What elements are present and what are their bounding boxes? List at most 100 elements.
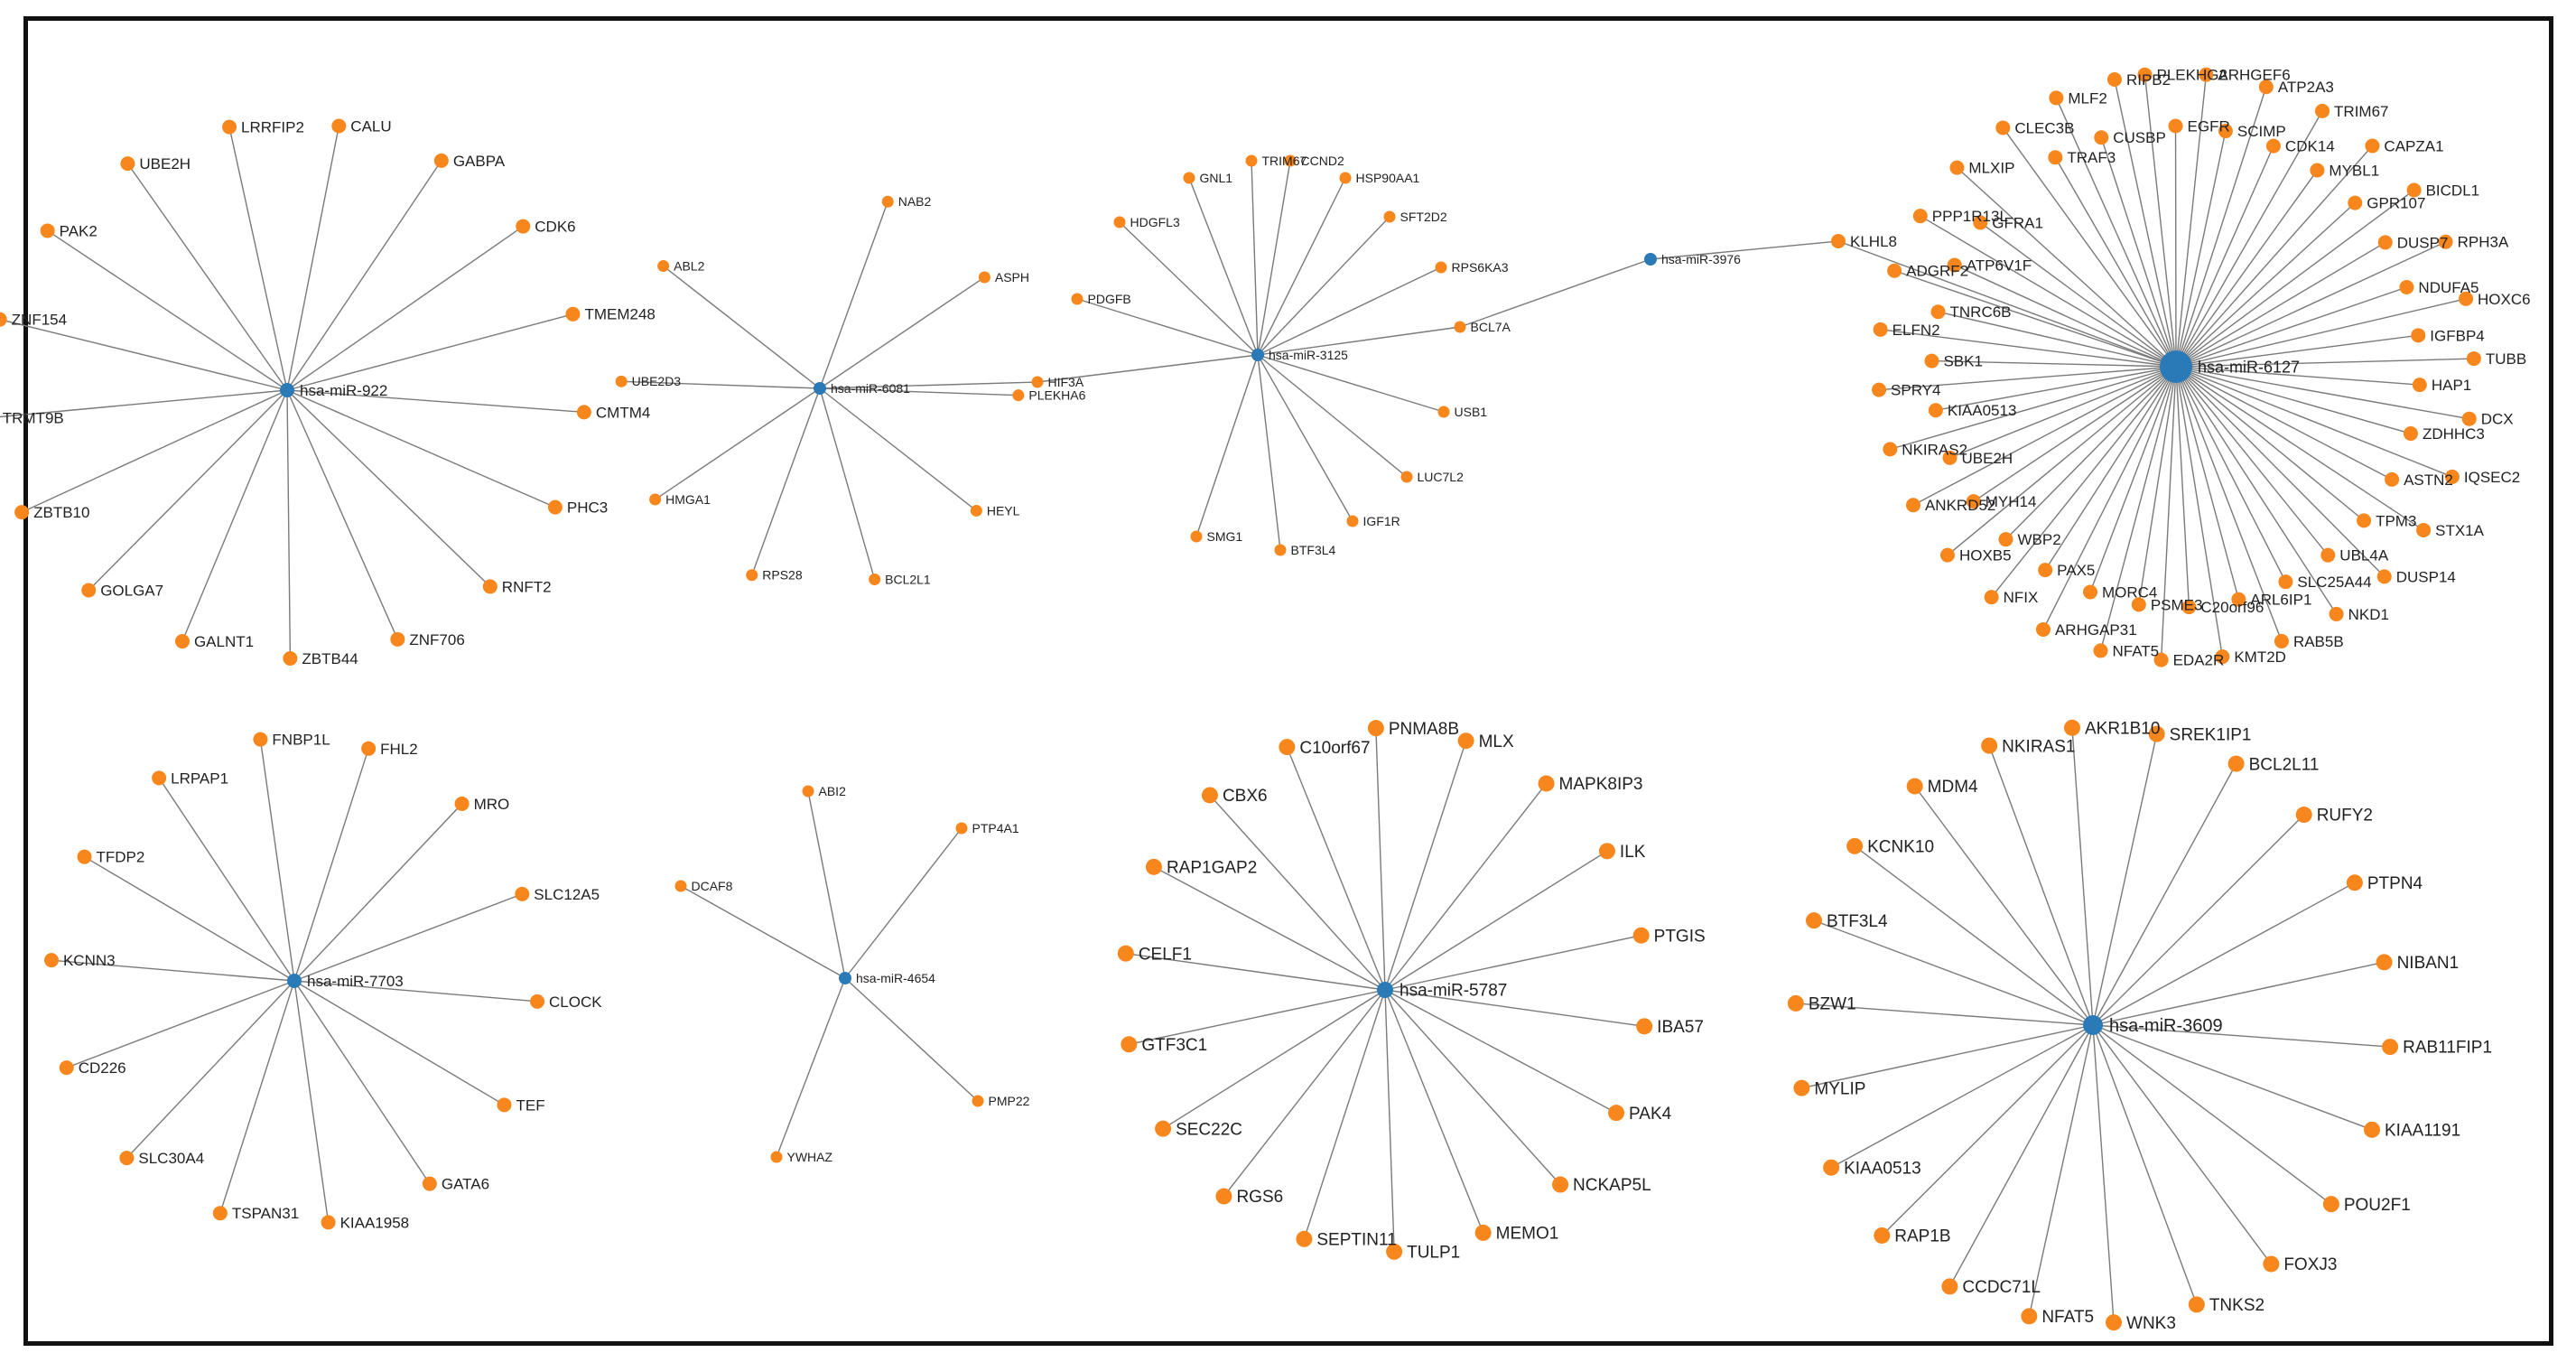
gene-node-cdk6[interactable] (516, 219, 531, 234)
gene-node-ripb2[interactable] (2106, 71, 2122, 87)
gene-node-rufy2[interactable] (2295, 807, 2312, 824)
gene-node-kcnk10[interactable] (1846, 837, 1864, 854)
gene-node-celf1[interactable] (1117, 945, 1134, 962)
gene-node-hdgfl3[interactable] (1113, 216, 1126, 229)
gene-node-morc4[interactable] (2082, 584, 2097, 600)
gene-node-ube2h[interactable] (120, 156, 135, 172)
gene-node-gtf3c1[interactable] (1121, 1036, 1138, 1053)
gene-node-tfdp2[interactable] (77, 849, 92, 864)
gene-node-mdm4[interactable] (1906, 778, 1923, 795)
gene-node-trim67[interactable] (1245, 154, 1258, 167)
gene-node-mlf2[interactable] (2049, 90, 2064, 106)
gene-node-ccnd2[interactable] (1284, 154, 1297, 167)
gene-node-hsp90aa1[interactable] (1339, 172, 1352, 184)
gene-node-fhl2[interactable] (361, 741, 377, 756)
gene-node-ilk[interactable] (1598, 843, 1615, 860)
gene-node-nkiras2[interactable] (1883, 442, 1898, 457)
gene-node-smg1[interactable] (1190, 530, 1203, 543)
gene-node-gnl1[interactable] (1183, 172, 1195, 184)
gene-node-mybl1[interactable] (2310, 163, 2325, 178)
gene-node-ube2h[interactable] (1942, 450, 1958, 465)
gene-node-niban1[interactable] (2376, 954, 2393, 971)
gene-node-btf3l4[interactable] (1805, 912, 1822, 929)
gene-node-tnrc6b[interactable] (1930, 304, 1946, 320)
gene-node-zdhhc3[interactable] (2403, 426, 2418, 442)
gene-node-spry4[interactable] (1872, 382, 1887, 397)
hub-node-hsa-mir-6127[interactable] (2160, 350, 2192, 383)
gene-node-nfix[interactable] (1984, 590, 1999, 605)
gene-node-nfat5[interactable] (2093, 643, 2108, 658)
gene-node-septin11[interactable] (1296, 1230, 1313, 1247)
gene-node-usb1[interactable] (1437, 406, 1450, 418)
hub-node-hsa-mir-4654[interactable] (839, 972, 851, 984)
gene-node-ppp1r13l[interactable] (1912, 209, 1928, 224)
gene-node-dusp14[interactable] (2376, 569, 2392, 584)
gene-node-capza1[interactable] (2365, 138, 2380, 154)
gene-node-traf3[interactable] (2048, 150, 2063, 165)
gene-node-rps6ka3[interactable] (1435, 261, 1447, 274)
gene-node-slc12a5[interactable] (515, 886, 530, 901)
gene-node-kiaa0513[interactable] (1823, 1159, 1840, 1176)
gene-node-bcl2l11[interactable] (2227, 755, 2245, 772)
gene-node-plekha6[interactable] (1012, 389, 1025, 402)
gene-node-bcl2l1[interactable] (869, 573, 881, 585)
gene-node-sft2d2[interactable] (1383, 210, 1396, 223)
gene-node-pax5[interactable] (2038, 563, 2053, 578)
gene-node-ptp4a1[interactable] (955, 822, 968, 835)
gene-node-hoxc6[interactable] (2459, 291, 2474, 306)
gene-node-cdk14[interactable] (2265, 138, 2281, 154)
gene-node-phc3[interactable] (547, 499, 563, 515)
gene-node-plekhg2[interactable] (2137, 67, 2153, 82)
gene-node-atp2a3[interactable] (2258, 79, 2274, 95)
gene-node-clock[interactable] (530, 994, 545, 1009)
gene-node-pmp22[interactable] (972, 1095, 984, 1107)
gene-node-fnbp1l[interactable] (253, 732, 268, 747)
gene-node-cmtm4[interactable] (576, 405, 591, 420)
gene-node-rps28[interactable] (746, 569, 758, 582)
gene-node-hoxb5[interactable] (1939, 547, 1955, 563)
gene-node-ccdc71l[interactable] (1941, 1278, 1958, 1295)
gene-node-mlx[interactable] (1457, 732, 1474, 750)
gene-node-wnk3[interactable] (2106, 1314, 2123, 1331)
gene-node-gabpa[interactable] (433, 153, 449, 168)
gene-node-tef[interactable] (497, 1097, 512, 1113)
gene-node-nkd1[interactable] (2329, 606, 2344, 621)
gene-node-trim67[interactable] (2315, 103, 2330, 118)
gene-node-btf3l4[interactable] (1274, 544, 1287, 556)
gene-node-rab11fip1[interactable] (2382, 1039, 2399, 1056)
gene-node-memo1[interactable] (1474, 1224, 1492, 1241)
gene-node-rap1gap2[interactable] (1145, 858, 1162, 875)
gene-node-abl2[interactable] (657, 260, 670, 273)
gene-node-cd226[interactable] (59, 1060, 74, 1076)
hub-node-hsa-mir-922[interactable] (280, 383, 294, 397)
gene-node-galnt1[interactable] (174, 634, 190, 649)
gene-node-pdgfb[interactable] (1071, 293, 1083, 305)
hub-node-hsa-mir-3609[interactable] (2083, 1015, 2103, 1035)
gene-node-kmt2d[interactable] (2215, 649, 2230, 665)
hub-node-hsa-mir-6081[interactable] (814, 382, 826, 395)
gene-node-dcaf8[interactable] (674, 880, 687, 892)
gene-node-calu[interactable] (331, 118, 347, 134)
gene-node-arl6ip1[interactable] (2231, 592, 2246, 607)
gene-node-cusbp[interactable] (2094, 130, 2109, 145)
gene-node-ptgis[interactable] (1632, 927, 1650, 944)
gene-node-lrpap1[interactable] (152, 770, 167, 786)
gene-node-ankrd52[interactable] (1905, 498, 1920, 513)
gene-node-hmga1[interactable] (649, 493, 662, 506)
gene-node-mlxip[interactable] (1949, 160, 1965, 175)
gene-node-tubb[interactable] (2466, 351, 2481, 367)
gene-node-slc25a44[interactable] (2278, 574, 2293, 590)
hub-node-hsa-mir-7703[interactable] (287, 974, 302, 988)
gene-node-ndufa5[interactable] (2399, 280, 2414, 295)
gene-node-scimp[interactable] (2218, 124, 2233, 139)
gene-node-ubl4a[interactable] (2320, 547, 2336, 563)
gene-node-igfbp4[interactable] (2411, 328, 2426, 343)
gene-node-dusp7[interactable] (2377, 235, 2393, 250)
gene-node-nckap5l[interactable] (1552, 1176, 1569, 1193)
gene-node-tnks2[interactable] (2188, 1296, 2205, 1313)
gene-node-kiaa1191[interactable] (2364, 1121, 2381, 1138)
gene-node-asph[interactable] (978, 271, 990, 284)
gene-node-dcx[interactable] (2461, 411, 2477, 426)
gene-node-igf1r[interactable] (1346, 515, 1359, 527)
gene-node-tulp1[interactable] (1386, 1243, 1403, 1260)
